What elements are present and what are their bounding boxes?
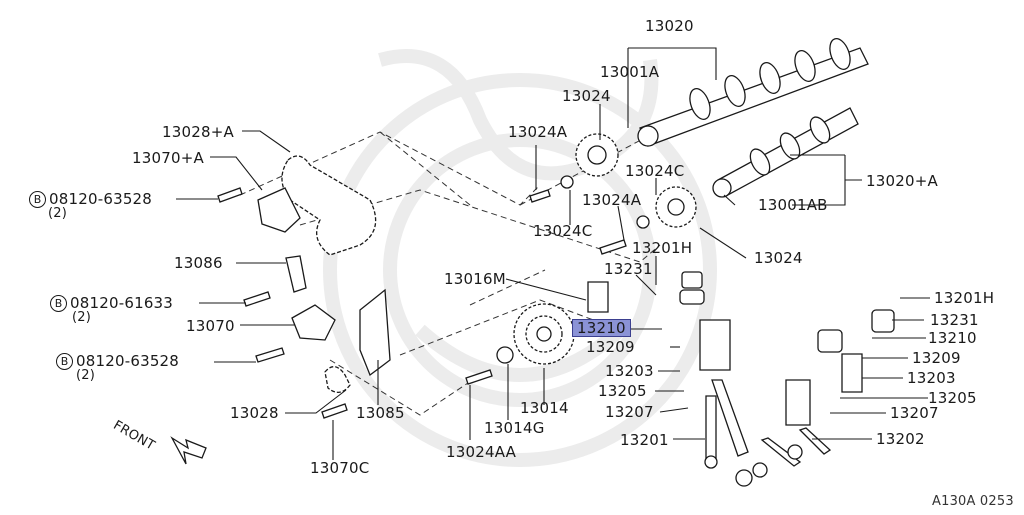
label-13085: 13085 [356,404,405,422]
label-13205-right: 13205 [928,389,977,407]
label-13201h-right: 13201H [934,289,995,307]
bolt-marker-icon: B [29,191,46,208]
label-13070a: 13070+A [132,149,204,167]
label-13201h-mid: 13201H [632,239,693,257]
label-13231-mid: 13231 [604,260,653,278]
label-bolt2-qty: (2) [72,310,92,325]
label-13024a-top: 13024A [508,123,568,141]
label-13024a-mid: 13024A [582,191,642,209]
label-13001ab: 13001AB [758,196,828,214]
idler-sprocket [513,303,575,365]
label-13231-right: 13231 [930,311,979,329]
label-13024-right: 13024 [754,249,803,267]
label-13207-right: 13207 [890,404,939,422]
label-13020a: 13020+A [866,172,938,190]
timing-chain-lower [324,366,351,393]
bolt-marker-icon: B [56,353,73,370]
label-bolt2-number: 08120-61633 [70,294,174,312]
label-13210-right: 13210 [928,329,977,347]
camshaft-exhaust [712,107,859,198]
tensioner-13070 [291,304,336,341]
label-13014g: 13014G [484,419,545,437]
label-13028a: 13028+A [162,123,234,141]
label-13028: 13028 [230,404,279,422]
valve-train-intake [679,271,753,487]
label-13207-mid: 13207 [605,403,654,421]
cam-sprocket-upper [575,133,619,177]
figure-code: A130A 0253 [932,494,1014,509]
cam-sprocket-lower [655,186,697,228]
valve-train-exhaust [752,309,895,478]
label-13201: 13201 [620,431,669,449]
label-13001a: 13001A [600,63,660,81]
label-13202: 13202 [876,430,925,448]
label-13024c-right: 13024C [625,162,685,180]
tensioner-upper [257,187,301,233]
label-13014: 13014 [520,399,569,417]
label-13024-top: 13024 [562,87,611,105]
watermark-emblem [323,49,717,467]
label-13024aa: 13024AA [446,443,517,461]
bolt-marker-icon: B [50,295,67,312]
chain-guide-13086 [285,255,307,293]
front-arrow-icon [170,436,207,465]
label-13016m: 13016M [444,270,506,288]
label-13203-mid: 13203 [605,362,654,380]
label-13209-mid: 13209 [586,338,635,356]
camshaft-intake [637,38,869,147]
label-13203-right: 13203 [907,369,956,387]
sprocket-hardware [465,175,650,385]
label-13086: 13086 [174,254,223,272]
label-bolt1-qty: (2) [48,206,68,221]
label-13020: 13020 [645,17,694,35]
label-13205-mid: 13205 [598,382,647,400]
label-bolt3-qty: (2) [76,368,96,383]
label-13024c-left: 13024C [533,222,593,240]
leader-lines [176,47,930,460]
label-13210-highlighted[interactable]: 13210 [572,319,631,337]
label-bolt3-number: 08120-63528 [76,352,180,370]
label-13070: 13070 [186,317,235,335]
label-bolt1-number: 08120-63528 [49,190,153,208]
label-13209-right: 13209 [912,349,961,367]
label-13070c: 13070C [310,459,370,477]
bolts-left [217,187,348,419]
chain-guide-13085 [359,288,391,377]
